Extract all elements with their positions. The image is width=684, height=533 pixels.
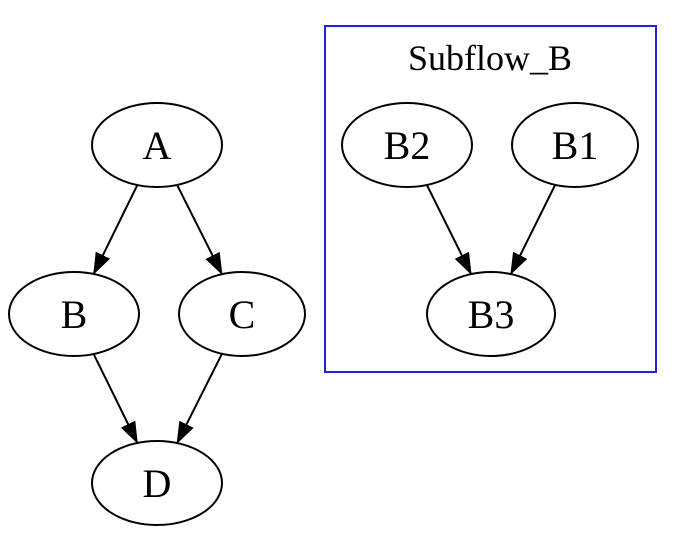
node-B2-label: B2 (384, 123, 431, 168)
node-B: B (8, 271, 140, 357)
edge-B1-B3 (509, 184, 557, 275)
node-A-label: A (143, 123, 172, 168)
cluster-subflow-b-border (324, 25, 657, 373)
node-B3-label: B3 (468, 292, 515, 337)
node-D: D (91, 440, 223, 526)
node-B-label: B (61, 292, 88, 337)
node-B2-shape (341, 102, 473, 188)
node-C-label: C (229, 292, 256, 337)
node-A-shape (91, 102, 223, 188)
node-B1-label: B1 (552, 123, 599, 168)
node-B1: B1 (511, 102, 639, 188)
node-C-shape (178, 271, 306, 357)
node-D-label: D (143, 461, 172, 506)
edge-B-D (92, 353, 139, 444)
node-B3: B3 (426, 271, 556, 357)
edge-A-B (92, 184, 139, 275)
edge-B2-B3 (425, 184, 473, 275)
edge-C-D (176, 353, 223, 444)
edge-A-C (176, 184, 223, 276)
cluster-title: Subflow_B (408, 38, 572, 78)
node-B3-shape (426, 271, 556, 357)
node-B-shape (8, 271, 140, 357)
node-A: A (91, 102, 223, 188)
node-C: C (178, 271, 306, 357)
node-D-shape (91, 440, 223, 526)
node-B2: B2 (341, 102, 473, 188)
node-B1-shape (511, 102, 639, 188)
